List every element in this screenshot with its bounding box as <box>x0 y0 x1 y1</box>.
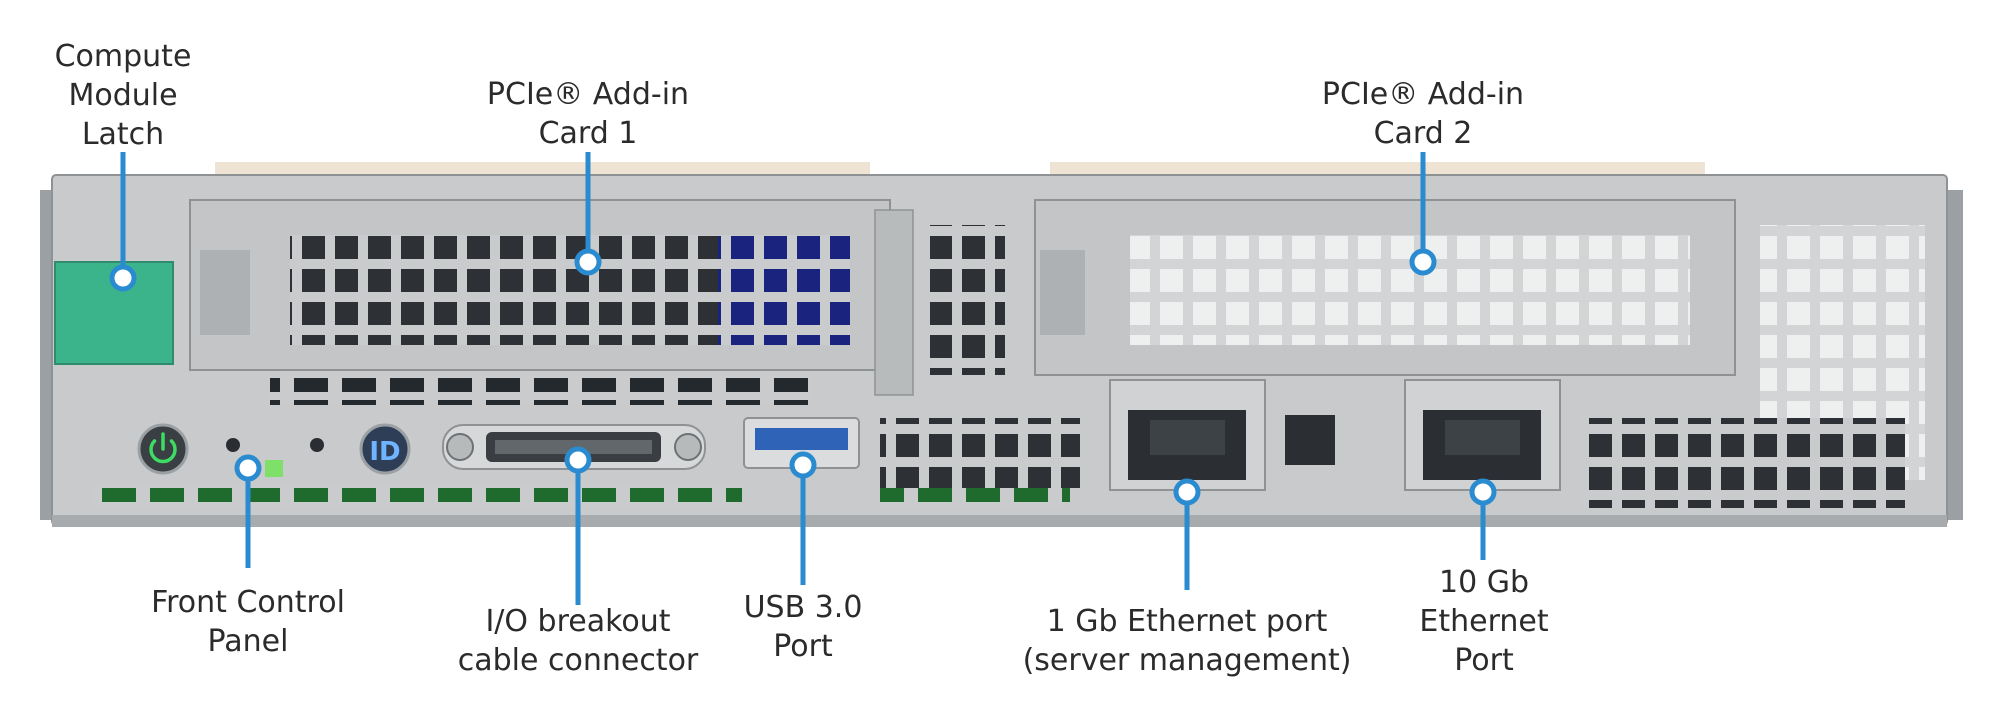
chassis-rail-right <box>1945 190 1963 520</box>
front-control-panel: ID <box>137 423 411 477</box>
callout-dot-io <box>564 446 592 474</box>
bottom-vent-row-left <box>92 485 742 507</box>
label-pcie-card-1: PCIe® Add-in Card 1 <box>486 77 690 151</box>
label-pcie-card-2: PCIe® Add-in Card 2 <box>1321 77 1525 151</box>
label-compute-module-latch: Compute Module Latch <box>54 39 192 152</box>
callouts <box>109 152 1497 605</box>
callout-dot-pcie-2 <box>1409 248 1437 276</box>
label-10gbe-port: 10 Gb Ethernet Port <box>1419 565 1549 678</box>
status-led-green <box>265 460 283 477</box>
label-gbe-port: 1 Gb Ethernet port (server management) <box>1022 604 1352 678</box>
mid-small-vents <box>880 418 1080 488</box>
callout-dot-usb <box>789 451 817 479</box>
power-icon <box>149 432 177 464</box>
label-usb-port: USB 3.0 Port <box>743 590 863 664</box>
id-button[interactable] <box>359 423 411 475</box>
bottom-vent-row-right <box>1580 418 1905 508</box>
callout-dot-front-panel <box>234 454 262 482</box>
label-front-control-panel: Front Control Panel <box>151 585 345 659</box>
callout-dot-gbe <box>1173 478 1201 506</box>
io-breakout-connector[interactable] <box>442 424 706 470</box>
card-1-tab-row <box>270 375 810 405</box>
middle-vent-grill <box>930 225 1005 375</box>
callout-dot-pcie-1 <box>574 248 602 276</box>
callout-dot-10gbe <box>1469 478 1497 506</box>
chassis-top-flange-1 <box>215 162 870 176</box>
pcie-card-1-bracket <box>189 199 914 396</box>
bottom-vent-row-mid <box>880 488 1070 510</box>
chassis-bottom-lip <box>52 515 1947 527</box>
status-led-1 <box>226 438 240 452</box>
label-io-breakout: I/O breakout cable connector <box>457 604 699 678</box>
mgmt-small-vent <box>1285 415 1335 465</box>
tengbe-ethernet-port[interactable] <box>1404 379 1561 491</box>
gbe-ethernet-port[interactable] <box>1109 379 1266 491</box>
pcie-card-2-bracket <box>1034 199 1736 376</box>
chassis-top-flange-2 <box>1050 162 1705 176</box>
id-icon: ID <box>369 437 400 467</box>
callout-dot-latch <box>109 264 137 292</box>
status-led-2 <box>310 438 324 452</box>
